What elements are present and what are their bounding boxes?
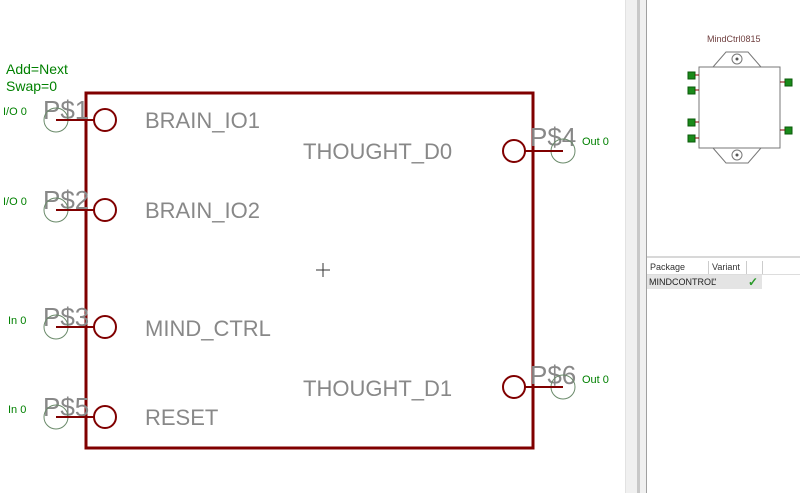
package-preview: MindCtrl0815: [647, 0, 800, 258]
pin-p6[interactable]: P$6 Out 0 THOUGHT_D1: [303, 360, 609, 401]
package-pads: [687, 71, 793, 143]
pin-signal: BRAIN_IO2: [145, 198, 260, 223]
swap-label: Swap=0: [6, 78, 57, 94]
pin-p5[interactable]: P$5 In 0 RESET: [8, 392, 218, 430]
schematic-canvas[interactable]: Add=Next Swap=0 P$1 I/O 0 BRAIN_IO1 P$2 …: [0, 0, 625, 493]
pin-direction: I/O 0: [3, 196, 27, 208]
splitter[interactable]: [625, 0, 638, 493]
pin-p1[interactable]: P$1 I/O 0 BRAIN_IO1: [3, 95, 260, 133]
column-header-variant[interactable]: Variant: [709, 261, 747, 274]
package-name: MINDCONTROL: [649, 277, 716, 287]
column-header-status[interactable]: [747, 261, 763, 274]
pin-p3[interactable]: P$3 In 0 MIND_CTRL: [8, 302, 271, 341]
pin-p2[interactable]: P$2 I/O 0 BRAIN_IO2: [3, 185, 260, 223]
pin-signal: BRAIN_IO1: [145, 108, 260, 133]
splitter-edge: [640, 0, 647, 493]
column-header-package[interactable]: Package: [647, 261, 709, 274]
header-divider: [647, 274, 800, 275]
check-icon: ✓: [748, 275, 759, 289]
pin-signal: RESET: [145, 405, 218, 430]
pin-name: P$4: [530, 122, 576, 152]
pin-signal: THOUGHT_D0: [303, 139, 452, 164]
pin-name: P$6: [530, 360, 576, 390]
pin-direction: In 0: [8, 315, 26, 327]
variant-name: '': [713, 277, 717, 287]
pin-direction: In 0: [8, 404, 26, 416]
pin-signal: THOUGHT_D1: [303, 376, 452, 401]
package-body: [698, 66, 781, 149]
splitter-line: [637, 0, 640, 493]
symbol-body[interactable]: [84, 91, 535, 450]
pin-direction: I/O 0: [3, 106, 27, 118]
pin-direction: Out 0: [582, 136, 609, 148]
table-row[interactable]: MINDCONTROL '' ✓: [647, 275, 762, 289]
pin-direction: Out 0: [582, 374, 609, 386]
preview-title: MindCtrl0815: [707, 34, 761, 44]
pin-signal: MIND_CTRL: [145, 316, 271, 341]
package-table: Package Variant MINDCONTROL '' ✓: [647, 258, 800, 493]
add-label: Add=Next: [6, 61, 68, 77]
symbol-drawing[interactable]: Add=Next Swap=0 P$1 I/O 0 BRAIN_IO1 P$2 …: [0, 0, 625, 493]
pin-p4[interactable]: P$4 Out 0 THOUGHT_D0: [303, 122, 609, 164]
